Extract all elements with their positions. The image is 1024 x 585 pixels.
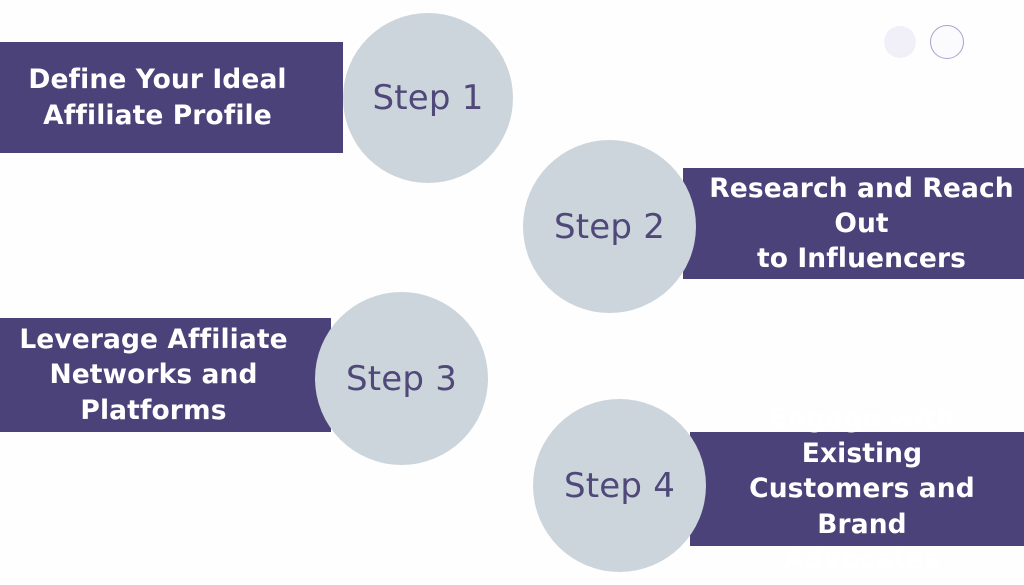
- step-1-badge-circle: Step 1: [343, 13, 513, 183]
- decorative-filled-circle-icon: [884, 26, 916, 58]
- step-1-title: Define Your Ideal Affiliate Profile: [28, 64, 287, 131]
- step-4-bar: Engage with Existing Customers and Brand…: [690, 403, 1024, 575]
- step-3-title: Leverage Affiliate Networks and Platform…: [19, 324, 288, 426]
- step-4-badge-label: Step 4: [563, 465, 676, 506]
- step-2-badge-circle: Step 2: [523, 140, 696, 313]
- step-2-badge-label: Step 2: [553, 206, 666, 247]
- step-3-badge-label: Step 3: [345, 358, 458, 399]
- step-3-bar: Leverage Affiliate Networks and Platform…: [0, 318, 331, 432]
- step-1-badge-label: Step 1: [372, 78, 484, 118]
- step-2-bar: Research and Reach Out to Influencers: [683, 168, 1024, 279]
- step-3-badge-circle: Step 3: [315, 292, 488, 465]
- step-2-title: Research and Reach Out to Influencers: [709, 172, 1014, 275]
- step-4-title: Engage with Existing Customers and Brand…: [749, 402, 975, 575]
- step-1-bar: Define Your Ideal Affiliate Profile: [0, 42, 343, 153]
- decorative-outline-circle-icon: [930, 25, 964, 59]
- step-4-badge-circle: Step 4: [533, 399, 706, 572]
